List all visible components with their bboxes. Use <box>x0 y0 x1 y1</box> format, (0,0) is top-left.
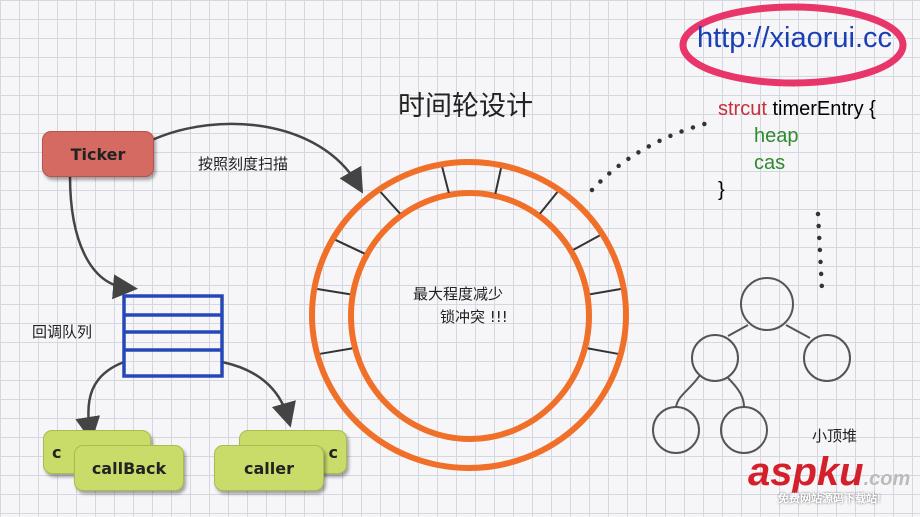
code-struct-name: timerEntry { <box>772 98 876 120</box>
callback-queue-icon <box>122 294 224 378</box>
center-text-line1: 最大程度减少 <box>413 285 504 303</box>
scan-label: 按照刻度扫描 <box>198 155 289 173</box>
wheel-tick <box>587 347 618 355</box>
center-text-line2: 锁冲突 !!! <box>440 308 508 326</box>
caller-back-label: c <box>328 442 338 462</box>
caller-box: caller <box>214 445 324 491</box>
wheel-tick <box>539 191 559 215</box>
caller-label: caller <box>244 458 294 478</box>
dotted-link-to-struct <box>589 119 715 193</box>
ticker-label: Ticker <box>70 144 126 164</box>
wheel-tick <box>320 347 353 355</box>
callback-label: callBack <box>91 458 167 478</box>
page-title: 时间轮设计 <box>398 91 533 122</box>
wheel-tick <box>494 168 502 194</box>
code-field: heap <box>754 125 799 147</box>
code-keyword: strcut <box>718 98 767 120</box>
watermark-suffix: .com <box>863 468 911 490</box>
url-highlight-ellipse <box>679 3 907 87</box>
arrow-ticker-to-queue <box>68 175 138 300</box>
wheel-tick <box>572 234 601 251</box>
struct-code: strcut timerEntry { heap cas } <box>718 96 876 204</box>
min-heap-tree <box>652 277 851 454</box>
arrow-queue-to-caller <box>221 360 296 428</box>
watermark-logo: aspku.com 免费网站源码下载站! <box>748 452 910 505</box>
watermark-main: aspku <box>748 450 864 494</box>
ticker-box: Ticker <box>42 131 154 177</box>
queue-label: 回调队列 <box>32 323 93 341</box>
heap-label: 小顶堆 <box>812 427 858 445</box>
wheel-tick <box>441 167 450 194</box>
wheel-tick <box>379 191 401 215</box>
wheel-tick <box>317 287 351 296</box>
code-field: cas <box>754 152 786 174</box>
wheel-tick <box>589 287 621 296</box>
arrow-ticker-to-wheel <box>151 122 364 194</box>
arrow-queue-to-callback <box>75 360 125 442</box>
callback-box: callBack <box>74 445 184 491</box>
watermark-sub: 免费网站源码下载站! <box>778 493 881 505</box>
callback-back-label: c <box>52 442 62 462</box>
code-close: } <box>718 179 725 201</box>
wheel-tick <box>335 239 365 255</box>
time-wheel <box>309 159 629 471</box>
url-text[interactable]: http://xiaorui.cc <box>697 22 893 54</box>
dotted-link-to-heap <box>815 211 825 293</box>
